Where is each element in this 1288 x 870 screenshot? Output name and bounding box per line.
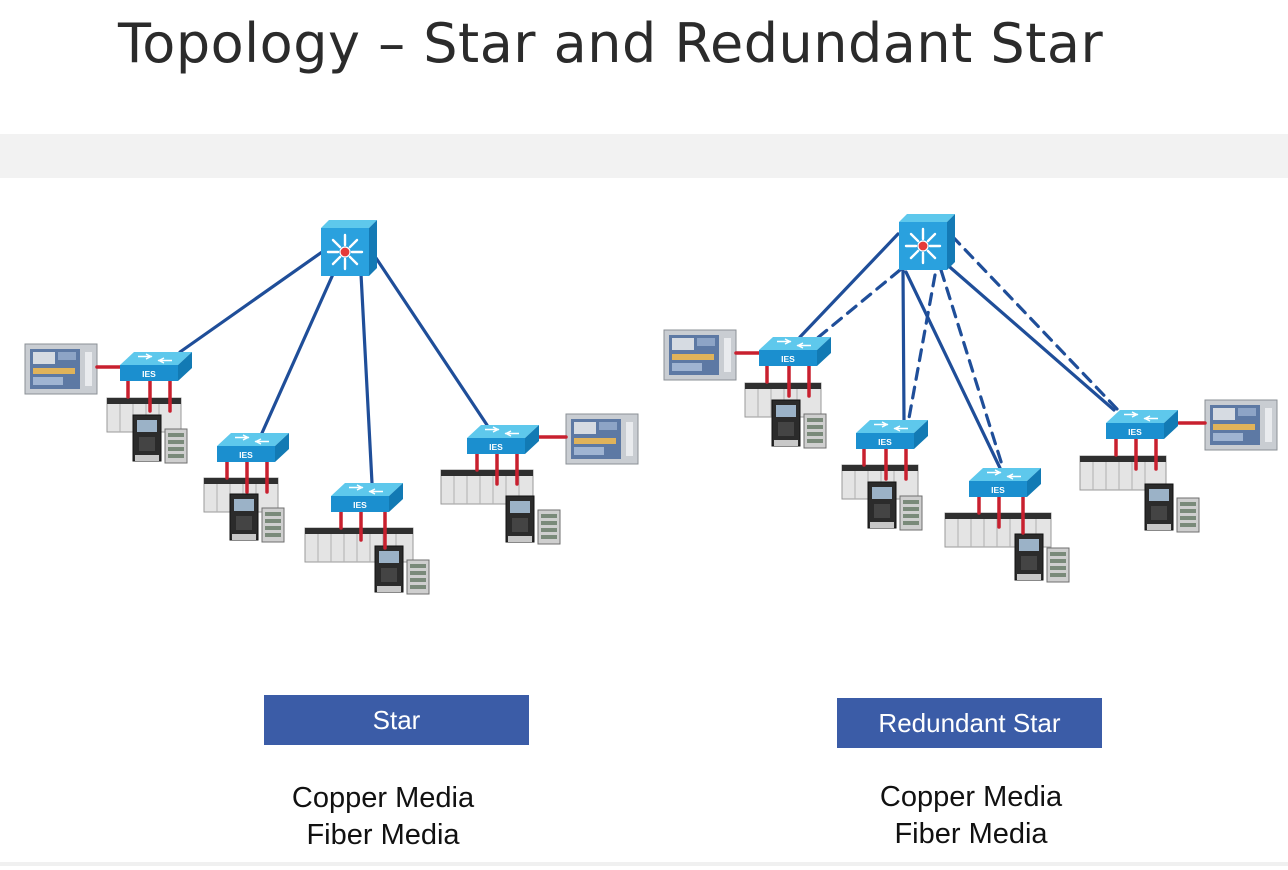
svg-text:IES: IES	[142, 369, 156, 379]
star-node-1-hmi-icon	[24, 343, 98, 395]
star-node-4-ies-switch-icon: IES	[467, 425, 539, 454]
redundant-node-4-drive-icon	[1144, 483, 1200, 533]
footer-line	[0, 862, 1288, 866]
redundant-fiber-link	[904, 270, 1002, 470]
redundant-node-4-hmi-icon	[1204, 399, 1278, 451]
star-node-1-ies-switch-icon: IES	[120, 352, 192, 381]
redundant-node-1-ies-switch-icon: IES	[759, 337, 831, 366]
redundant-node-4-ies-switch-icon: IES	[1106, 410, 1178, 439]
star-node-4-hmi-icon	[565, 413, 639, 465]
star-fiber-link	[374, 256, 489, 427]
redundant-backup-link	[939, 268, 1005, 470]
star-fiber-link	[260, 270, 336, 435]
star-media-copper: Copper Media	[291, 782, 475, 814]
redundant-backup-link	[813, 268, 902, 342]
redundant-backup-link	[950, 234, 1120, 412]
redundant-node-2-drive-icon	[867, 481, 923, 531]
star-fiber-link	[359, 272, 374, 485]
redundant-star-label-box: Redundant Star	[837, 698, 1102, 748]
redundant-backup-link	[907, 273, 937, 420]
svg-text:IES: IES	[489, 442, 503, 452]
redundant-star-media-copper: Copper Media	[879, 781, 1063, 813]
star-node-3-ies-switch-icon: IES	[331, 483, 403, 512]
slide-title: Topology – Star and Redundant Star	[118, 12, 1104, 75]
svg-text:IES: IES	[1128, 427, 1142, 437]
redundant-node-3-drive-icon	[1014, 533, 1070, 583]
redundant-node-1-drive-icon	[771, 399, 827, 449]
header-band	[0, 134, 1288, 178]
svg-text:IES: IES	[781, 354, 795, 364]
redundant-core-switch-icon	[899, 214, 955, 270]
svg-text:IES: IES	[239, 450, 253, 460]
star-node-4-drive-icon	[505, 495, 561, 545]
star-media-list: Copper Media Fiber Media	[263, 780, 503, 854]
star-node-2-ies-switch-icon: IES	[217, 433, 289, 462]
redundant-fiber-link	[942, 260, 1116, 412]
redundant-fiber-link	[798, 232, 900, 339]
star-node-2-drive-icon	[229, 493, 285, 543]
redundant-node-3-ies-switch-icon: IES	[969, 468, 1041, 497]
star-label-box: Star	[264, 695, 529, 745]
redundant-star-label: Redundant Star	[878, 707, 1061, 738]
redundant-node-1-hmi-icon	[663, 329, 737, 381]
star-media-fiber: Fiber Media	[306, 819, 460, 851]
star-node-3-drive-icon	[374, 545, 430, 595]
svg-text:IES: IES	[991, 485, 1005, 495]
redundant-star-media-list: Copper Media Fiber Media	[851, 779, 1091, 853]
svg-text:IES: IES	[353, 500, 367, 510]
star-fiber-link	[178, 250, 324, 354]
redundant-star-media-fiber: Fiber Media	[894, 818, 1048, 850]
star-core-switch-icon	[321, 220, 377, 276]
star-label: Star	[372, 704, 421, 735]
redundant-fiber-link	[901, 268, 906, 422]
redundant-node-2-ies-switch-icon: IES	[856, 420, 928, 449]
star-node-1-drive-icon	[132, 414, 188, 464]
svg-text:IES: IES	[878, 437, 892, 447]
